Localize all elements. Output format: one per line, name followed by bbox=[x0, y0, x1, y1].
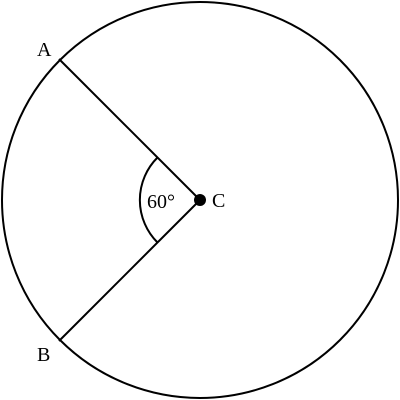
radius-ca bbox=[58, 58, 201, 201]
center-point bbox=[194, 194, 206, 206]
point-b-label: B bbox=[37, 344, 50, 366]
point-a-label: A bbox=[37, 39, 52, 61]
angle-arc bbox=[138, 156, 159, 244]
radius-cb bbox=[58, 199, 201, 342]
angle-label: 60° bbox=[147, 191, 175, 213]
center-label: C bbox=[212, 190, 225, 212]
